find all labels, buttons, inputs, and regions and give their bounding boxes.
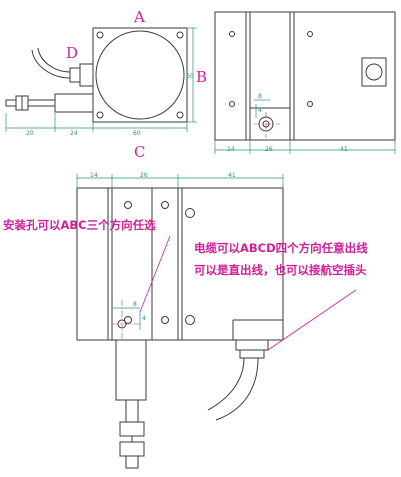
housing-square [92,27,188,123]
side-window [361,57,387,87]
dim-20: 20 [26,130,34,137]
dim-26: 26 [265,146,273,153]
view-label-d: D [66,44,78,62]
dim-24: 24 [70,130,78,137]
view-label-a: A [133,8,145,26]
cable-gland-bottom [235,339,269,351]
bottom-view: 14 26 41 8 4 [76,172,357,469]
wire-rod [27,99,56,107]
rod-mount [54,93,94,113]
note-mounting-holes: 安装孔可以ABC三个方向任选 [3,218,156,232]
dim-26-bottom: 26 [140,172,148,179]
dim-14-bottom: 14 [90,172,98,179]
view-label-b: B [196,68,207,86]
cable-gland-nut [69,67,81,83]
dim-4-bottom: 4 [142,315,146,322]
top-left-dimensions: 20 24 60 60 [5,27,197,137]
mount-holes [124,201,195,325]
cable-bottom [207,357,245,411]
view-label-c: C [134,143,145,161]
side-body [214,11,396,141]
dim-60-vertical: 60 [186,73,194,80]
housing-circle [95,30,185,120]
note-cable-line1: 电缆可以ABCD四个方向任意出线 [194,241,368,255]
top-right-view: 14 26 41 8 4 [214,11,396,154]
rod-nut-2 [21,95,29,111]
bottom-dimensions: 14 26 41 8 4 [76,172,284,330]
cable-gland [79,63,94,87]
dim-41-bottom: 41 [228,172,236,179]
dim-14: 14 [227,146,235,153]
bottom-nut-2 [119,441,145,457]
dim-41: 41 [340,146,348,153]
dim-4: 4 [258,107,262,114]
leader-mounting [139,235,171,313]
bottom-nut-1 [119,421,145,437]
top-right-dimensions: 14 26 41 8 4 [214,93,396,154]
corner-holes [96,31,184,119]
dim-8-bottom: 8 [133,301,137,308]
wire-exit-block [115,339,147,401]
cable [37,47,71,73]
dim-8: 8 [258,93,262,100]
rod-nut-1 [15,95,23,111]
leader-cable [267,289,357,351]
top-left-view: 20 24 60 60 A B C D [5,8,207,161]
note-cable-line2: 可以是直出线，也可以接航空插头 [194,263,367,277]
dim-60: 60 [133,130,141,137]
main-body [76,187,284,341]
